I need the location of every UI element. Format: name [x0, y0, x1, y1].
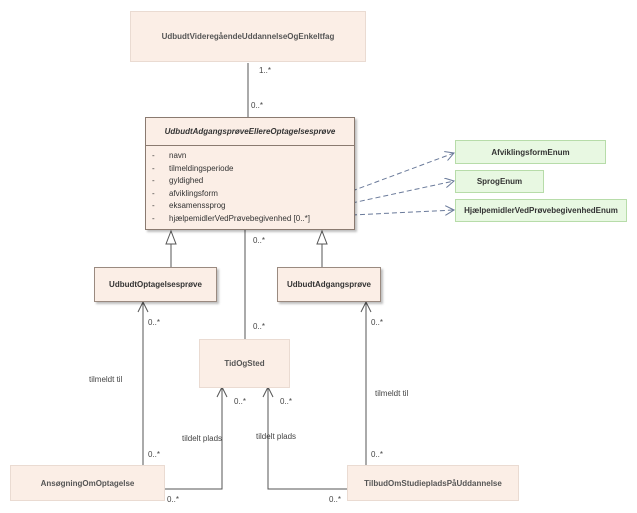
- class-optagelse-label: UdbudtOptagelsesprøve: [109, 280, 202, 289]
- role-tildelt-right: tildelt plads: [256, 432, 297, 441]
- arrowhead-optagelse: [137, 300, 149, 313]
- attribute-item: -eksamenssprog: [152, 201, 226, 210]
- mult-ansoegning-top: 0..*: [148, 450, 161, 459]
- class-udbudt-adgangsproeve-eller-optagelsesproeve[interactable]: UdbudtAdgangsprøveEllereOptagelsesprøve …: [145, 117, 355, 230]
- mult-ansoegning-bottom: 0..*: [167, 495, 180, 504]
- attribute-item: -tilmeldingsperiode: [152, 163, 234, 173]
- dependency-afviklingsform: [351, 153, 454, 192]
- dependency-hjaelp: [351, 210, 454, 216]
- class-udbudt-videregaaende[interactable]: UdbudtVideregåendeUddannelseOgEnkeltfag: [130, 11, 366, 62]
- dependency-sprog: [351, 181, 454, 204]
- class-tidogsted-label: TidOgSted: [224, 359, 265, 368]
- mult-adgang: 0..*: [371, 318, 384, 327]
- assoc-ansoegning-tidogsted: [165, 387, 223, 490]
- class-main-title: UdbudtAdgangsprøveEllereOptagelsesprøve: [146, 118, 354, 146]
- enum-sprog[interactable]: SprogEnum: [455, 170, 544, 193]
- attribute-list: -navn -tilmeldingsperiode -gyldighed -af…: [146, 146, 354, 225]
- attribute-item: -navn: [152, 151, 187, 160]
- mult-tid-left: 0..*: [234, 397, 247, 406]
- assoc-tilbud-tidogsted: [267, 387, 347, 490]
- attribute-item: -hjælpemidlerVedPrøvebegivenhed [0..*]: [152, 213, 310, 223]
- mult-top-upper: 1..*: [259, 66, 272, 75]
- mult-optagelse: 0..*: [148, 318, 161, 327]
- generalization-triangle-left: [165, 229, 177, 245]
- role-tilmeldt-right: tilmeldt til: [375, 389, 409, 398]
- class-tilbud-label: TilbudOmStudiepladsPåUddannelse: [364, 478, 502, 488]
- class-udbudt-optagelsesproeve[interactable]: UdbudtOptagelsesprøve: [94, 267, 217, 302]
- mult-tilbud-top: 0..*: [371, 450, 384, 459]
- enum-hjaelpemidler[interactable]: HjælpemidlerVedPrøvebegivenhedEnum: [455, 199, 627, 222]
- enum-sprog-label: SprogEnum: [476, 177, 523, 186]
- role-tildelt-left: tildelt plads: [182, 434, 223, 443]
- mult-tidogsted-top: 0..*: [253, 322, 266, 331]
- class-udbudt-adgangsproeve[interactable]: UdbudtAdgangsprøve: [277, 267, 381, 302]
- arrowhead-adgang: [360, 300, 372, 313]
- class-ansoegning-label: AnsøgningOmOptagelse: [40, 478, 135, 488]
- enum-afviklingsform-label: AfviklingsformEnum: [491, 147, 570, 157]
- attribute-item: -afviklingsform: [152, 188, 218, 198]
- mult-main-bottom: 0..*: [253, 236, 266, 245]
- generalization-triangle-right: [316, 229, 328, 245]
- class-ansoegning-om-optagelse[interactable]: AnsøgningOmOptagelse: [10, 465, 165, 501]
- mult-tid-right: 0..*: [280, 397, 293, 406]
- enum-hjaelpemidler-label: HjælpemidlerVedPrøvebegivenhedEnum: [464, 206, 618, 215]
- class-adgang-label: UdbudtAdgangsprøve: [287, 280, 371, 289]
- class-tilbud-om-studieplads[interactable]: TilbudOmStudiepladsPåUddannelse: [347, 465, 519, 501]
- mult-tilbud-bottom: 0..*: [329, 495, 342, 504]
- role-tilmeldt-left: tilmeldt til: [89, 375, 123, 384]
- attribute-item: -gyldighed: [152, 176, 204, 185]
- mult-top-lower: 0..*: [251, 101, 264, 110]
- class-udbudt-videregaaende-label: UdbudtVideregåendeUddannelseOgEnkeltfag: [161, 32, 335, 41]
- enum-afviklingsform[interactable]: AfviklingsformEnum: [455, 140, 606, 164]
- class-tidogsted[interactable]: TidOgSted: [199, 339, 290, 388]
